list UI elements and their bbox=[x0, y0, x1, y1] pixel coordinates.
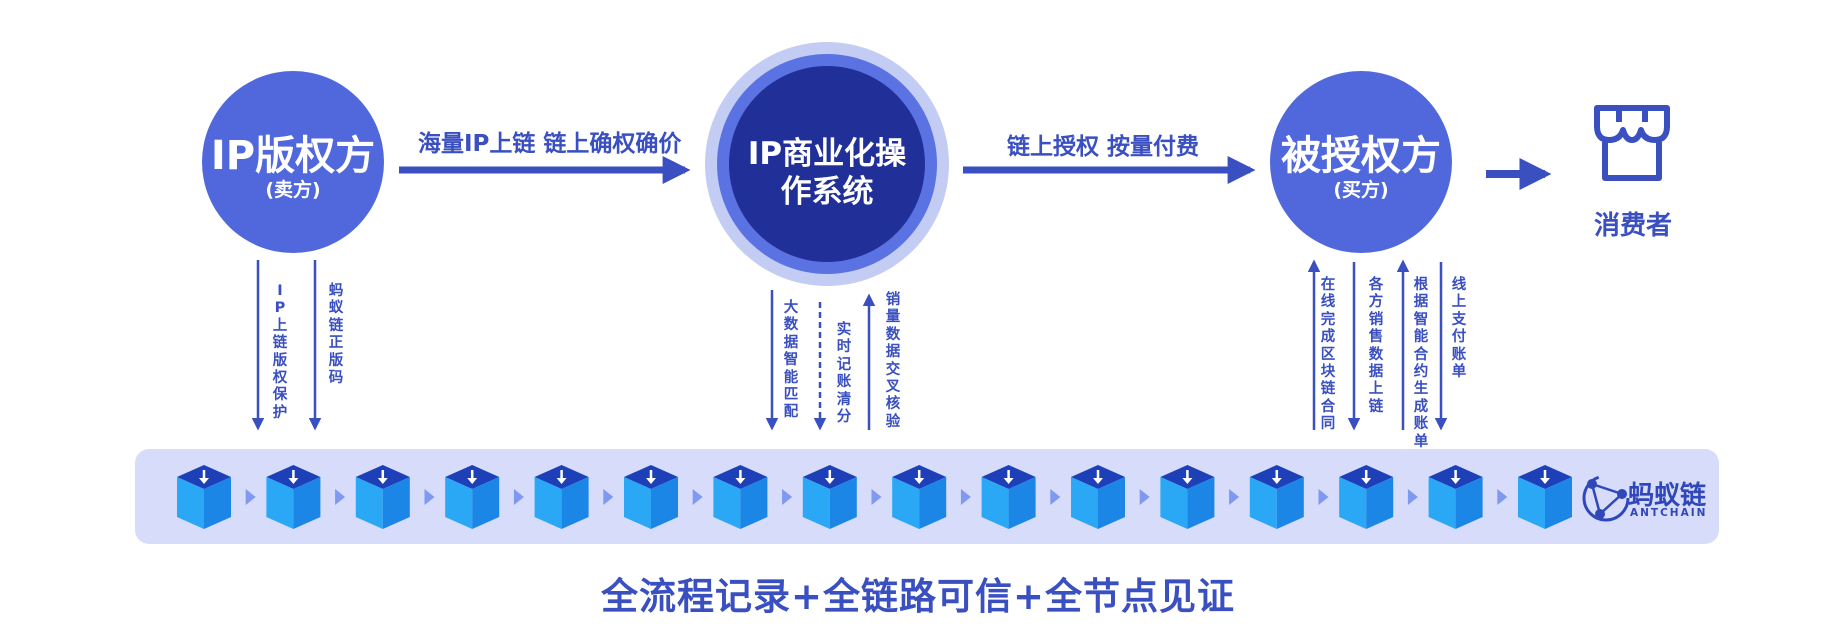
block-cube-icon bbox=[1339, 465, 1394, 529]
antchain-logo-icon bbox=[1582, 474, 1630, 522]
block-cube-icon bbox=[1518, 465, 1572, 529]
consumer-label: 消费者 bbox=[1593, 211, 1672, 241]
vlabel-licensee-1: 在线完成区块链合同 bbox=[1320, 277, 1336, 433]
edge-label-system-to-licensee: 链上授权 按量付费 bbox=[1007, 134, 1200, 160]
block-cube-icon bbox=[624, 465, 678, 529]
vlabel-ip-owner-right: 蚂蚁链正版码 bbox=[328, 283, 344, 387]
vlabel-system-left: 大数据智能匹配 bbox=[783, 300, 799, 421]
antchain-brand-cn: 蚂蚁链 bbox=[1628, 481, 1707, 511]
block-cube-icon bbox=[1428, 465, 1483, 529]
block-cube-icon bbox=[713, 465, 768, 529]
ip-owner-title: IP版权方 bbox=[210, 133, 376, 179]
vlabel-licensee-2: 各方销售数据上链 bbox=[1368, 277, 1384, 415]
slogan: 全流程记录+全链路可信+全节点见证 bbox=[600, 575, 1235, 618]
system-title-line1: IP商业化操 bbox=[747, 136, 907, 172]
licensee-node: 被授权方 (买方) bbox=[1270, 71, 1452, 253]
chain-link-chevron-icon bbox=[1407, 489, 1418, 505]
chain-link-chevron-icon bbox=[1497, 489, 1508, 505]
vlabel-system-right: 销量数据交叉核验 bbox=[885, 292, 901, 430]
block-cube-icon bbox=[1160, 465, 1215, 529]
antchain-brand-en: ANTCHAIN bbox=[1630, 507, 1708, 519]
licensee-subtitle: (买方) bbox=[1333, 179, 1389, 201]
system-title-line2: 作系统 bbox=[780, 174, 874, 210]
block-cube-icon bbox=[355, 465, 410, 529]
chain-link-chevron-icon bbox=[782, 489, 793, 505]
chain-link-chevron-icon bbox=[1050, 489, 1061, 505]
chain-link-chevron-icon bbox=[1139, 489, 1150, 505]
system-node: IP商业化操 作系统 bbox=[729, 66, 925, 262]
vlabel-ip-owner-left: IP上链版权保护 bbox=[272, 283, 288, 421]
vlabel-licensee-3: 根据智能合约生成账单 bbox=[1413, 277, 1429, 450]
block-cube-icon bbox=[177, 465, 231, 529]
chain-link-chevron-icon bbox=[603, 489, 614, 505]
chain-link-chevron-icon bbox=[960, 489, 971, 505]
ip-owner-node: IP版权方 (卖方) bbox=[202, 71, 384, 253]
chain-link-chevron-icon bbox=[335, 489, 346, 505]
block-cube-icon bbox=[1071, 465, 1125, 529]
vlabel-licensee-4: 线上支付账单 bbox=[1451, 277, 1467, 381]
block-cube-icon bbox=[1249, 465, 1304, 529]
block-cube-icon bbox=[892, 465, 947, 529]
block-cube-icon bbox=[266, 465, 321, 529]
chain-link-chevron-icon bbox=[424, 489, 435, 505]
storefront-icon bbox=[1594, 105, 1670, 181]
chain-link-chevron-icon bbox=[692, 489, 703, 505]
ip-owner-subtitle: (卖方) bbox=[265, 179, 321, 201]
block-cube-icon bbox=[981, 465, 1036, 529]
licensee-title: 被授权方 bbox=[1281, 133, 1441, 179]
chain-link-chevron-icon bbox=[513, 489, 524, 505]
edge-label-owner-to-system: 海量IP上链 链上确权确价 bbox=[418, 131, 682, 157]
block-cube-icon bbox=[445, 465, 500, 529]
block-cube-icon bbox=[802, 465, 857, 529]
chain-link-chevron-icon bbox=[245, 489, 256, 505]
chain-link-chevron-icon bbox=[1318, 489, 1329, 505]
block-cube-icon bbox=[534, 465, 589, 529]
vlabel-system-middle: 实时记账清分 bbox=[836, 322, 852, 426]
chain-link-chevron-icon bbox=[1229, 489, 1240, 505]
chain-link-chevron-icon bbox=[871, 489, 882, 505]
